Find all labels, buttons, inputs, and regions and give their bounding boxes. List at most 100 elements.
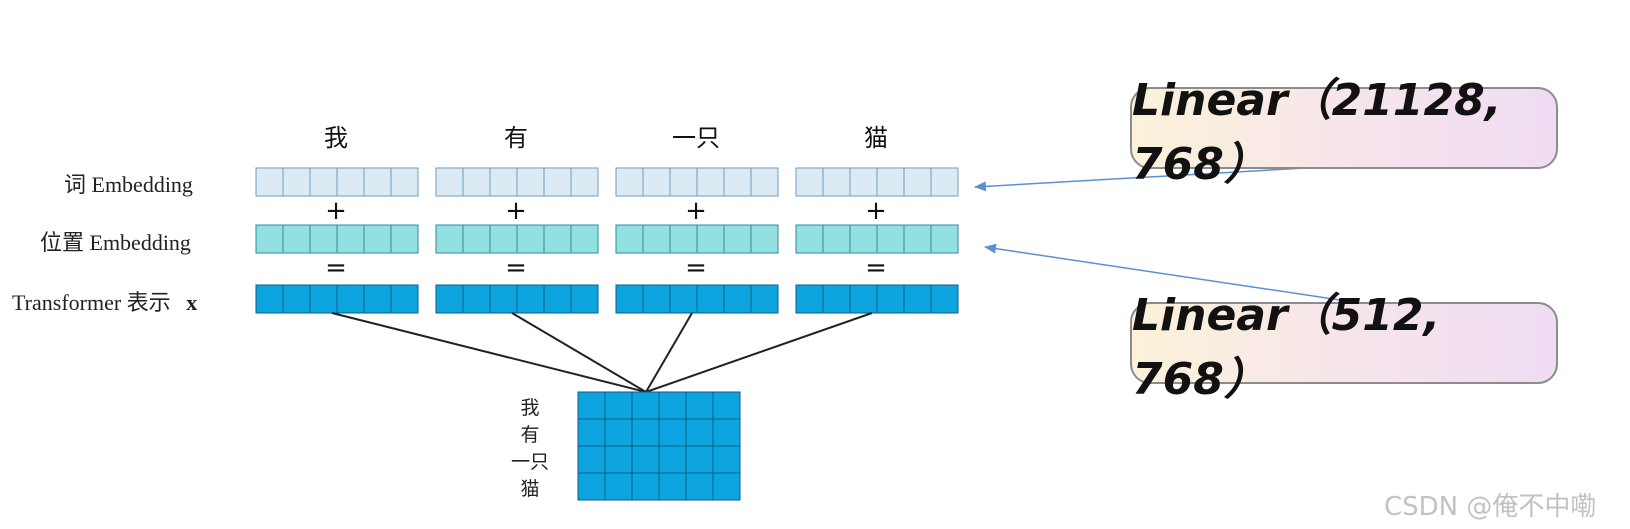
matrix-cell-1-5: [712, 418, 741, 447]
callout-position-embedding-linear: Linear（512, 768）: [1130, 290, 1558, 405]
transformer-cell-3-0: [795, 284, 824, 314]
transformer-cell-0-0: [255, 284, 284, 314]
word-embedding-cell-2-5: [750, 167, 779, 197]
matrix-cell-3-0: [577, 472, 606, 501]
matrix-label-0: 我: [520, 397, 540, 419]
arrow-word-embedding: [974, 165, 1341, 192]
word-embedding-cell-0-2: [309, 167, 338, 197]
transformer-cell-1-4: [543, 284, 572, 314]
matrix-cell-1-3: [658, 418, 687, 447]
matrix-cell-2-0: [577, 445, 606, 474]
matrix-cell-0-1: [604, 391, 633, 420]
position-embedding-cell-0-0: [255, 224, 284, 254]
matrix-cell-1-4: [685, 418, 714, 447]
matrix-cell-2-5: [712, 445, 741, 474]
transformer-cell-3-1: [822, 284, 851, 314]
word-embedding-cell-3-3: [876, 167, 905, 197]
matrix-label-3: 猫: [520, 478, 540, 500]
transformer-cell-3-4: [903, 284, 932, 314]
transformer-cell-0-5: [390, 284, 419, 314]
word-embedding-cell-2-1: [642, 167, 671, 197]
position-embedding-cell-3-2: [849, 224, 878, 254]
word-embedding-cell-2-0: [615, 167, 644, 197]
arrow-position-embedding: [984, 243, 1341, 301]
matrix-cell-3-2: [631, 472, 660, 501]
position-embedding-cell-3-5: [930, 224, 959, 254]
matrix-cell-2-3: [658, 445, 687, 474]
word-embedding-cell-0-5: [390, 167, 419, 197]
word-embedding-cell-1-5: [570, 167, 599, 197]
position-embedding-cell-1-1: [462, 224, 491, 254]
matrix-cell-3-4: [685, 472, 714, 501]
matrix-cell-1-2: [631, 418, 660, 447]
position-embedding-cell-0-3: [336, 224, 365, 254]
word-embedding-cell-1-2: [489, 167, 518, 197]
position-embedding-cell-2-3: [696, 224, 725, 254]
word-embedding-cell-2-2: [669, 167, 698, 197]
transformer-cell-0-1: [282, 284, 311, 314]
transformer-cell-2-2: [669, 284, 698, 314]
row-label-position-embedding: 位置 Embedding: [40, 230, 191, 255]
callout-word-embedding-linear: Linear（21128, 768）: [1130, 75, 1558, 190]
transformer-cell-1-2: [489, 284, 518, 314]
word-embedding-cell-3-4: [903, 167, 932, 197]
transformer-cell-1-0: [435, 284, 464, 314]
word-embedding-cell-1-0: [435, 167, 464, 197]
embedding-blocks: [255, 167, 959, 314]
matrix-cell-3-1: [604, 472, 633, 501]
position-embedding-cell-3-3: [876, 224, 905, 254]
row-label-word-embedding: 词 Embedding: [64, 172, 193, 197]
position-embedding-cell-1-5: [570, 224, 599, 254]
matrix-cell-0-4: [685, 391, 714, 420]
callout-word-text: Linear（21128, 768）: [1132, 75, 1502, 190]
plus-1: +: [505, 196, 527, 226]
position-embedding-cell-1-3: [516, 224, 545, 254]
position-embedding-cell-1-2: [489, 224, 518, 254]
plus-2: +: [685, 196, 707, 226]
transformer-cell-3-5: [930, 284, 959, 314]
transformer-cell-1-5: [570, 284, 599, 314]
callout-position-text: Linear（512, 768）: [1132, 290, 1441, 405]
word-embedding-cell-3-2: [849, 167, 878, 197]
position-embedding-cell-0-4: [363, 224, 392, 254]
matrix-label-2: 一只: [510, 451, 549, 473]
transformer-cell-3-2: [849, 284, 878, 314]
position-embedding-cell-2-1: [642, 224, 671, 254]
position-embedding-cell-2-0: [615, 224, 644, 254]
matrix-cell-0-2: [631, 391, 660, 420]
position-embedding-cell-2-5: [750, 224, 779, 254]
matrix-cell-2-2: [631, 445, 660, 474]
equals-3: =: [865, 253, 887, 283]
word-embedding-cell-0-3: [336, 167, 365, 197]
transformer-cell-0-3: [336, 284, 365, 314]
transformer-cell-0-2: [309, 284, 338, 314]
position-embedding-cell-1-0: [435, 224, 464, 254]
connector-line-3: [645, 312, 873, 393]
token-label-1: 有: [504, 124, 528, 152]
matrix-label-1: 有: [520, 424, 540, 446]
connector-lines: [331, 312, 873, 393]
matrix-cell-0-0: [577, 391, 606, 420]
position-embedding-cell-1-4: [543, 224, 572, 254]
position-embedding-cell-0-2: [309, 224, 338, 254]
connector-line-1: [511, 312, 647, 393]
matrix-cell-2-1: [604, 445, 633, 474]
matrix-cell-1-1: [604, 418, 633, 447]
transformer-cell-2-0: [615, 284, 644, 314]
transformer-variable: x: [186, 290, 198, 315]
token-label-3: 猫: [864, 124, 888, 152]
equals-1: =: [505, 253, 527, 283]
connector-line-2: [645, 312, 693, 393]
word-embedding-cell-1-4: [543, 167, 572, 197]
plus-3: +: [865, 196, 887, 226]
transformer-label-text: Transformer 表示: [12, 290, 171, 315]
matrix-cell-3-5: [712, 472, 741, 501]
transformer-cell-3-3: [876, 284, 905, 314]
matrix-cell-0-5: [712, 391, 741, 420]
transformer-cell-1-1: [462, 284, 491, 314]
position-embedding-cell-3-4: [903, 224, 932, 254]
transformer-cell-2-5: [750, 284, 779, 314]
word-embedding-cell-3-5: [930, 167, 959, 197]
transformer-cell-0-4: [363, 284, 392, 314]
